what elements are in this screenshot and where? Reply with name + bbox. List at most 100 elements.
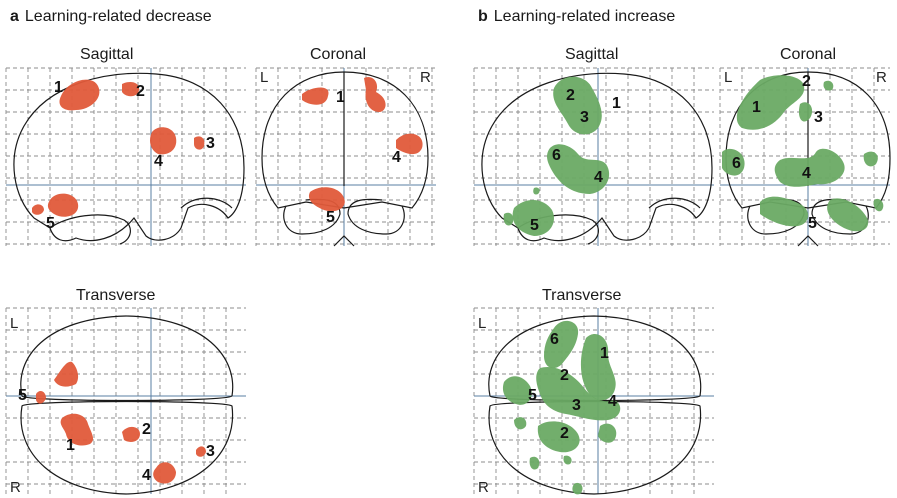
region-label-5: 5 <box>326 209 335 226</box>
region-label-6: 6 <box>550 331 559 348</box>
activation-cluster <box>153 462 176 484</box>
a-sagittal-title: Sagittal <box>80 46 134 63</box>
b-coronal-title: Coronal <box>780 46 837 63</box>
activation-cluster <box>563 455 572 465</box>
activation-cluster <box>827 198 869 232</box>
grid <box>255 67 436 246</box>
activation-cluster <box>533 187 540 195</box>
b-coronal-map: L R 2 1 3 6 4 5 <box>719 67 891 247</box>
activation-cluster <box>873 198 884 212</box>
activation-cluster <box>760 196 809 227</box>
panel-b-heading: Learning-related increase <box>493 8 676 25</box>
right-marker: R <box>876 69 887 86</box>
activation-cluster <box>54 361 79 387</box>
activation-blobs <box>502 320 621 495</box>
right-marker: R <box>420 69 431 86</box>
activation-cluster <box>798 102 813 122</box>
activation-cluster <box>512 199 554 236</box>
b-transverse-title: Transverse <box>542 287 622 304</box>
grid <box>5 67 246 246</box>
activation-blobs <box>36 361 206 484</box>
activation-cluster <box>547 144 610 194</box>
region-label-5: 5 <box>530 217 539 234</box>
region-label-2: 2 <box>560 367 569 384</box>
activation-cluster <box>580 333 616 401</box>
region-label-1: 1 <box>612 95 621 112</box>
coronal-brain-outline <box>261 71 429 209</box>
activation-cluster <box>302 87 329 105</box>
region-label-2: 2 <box>566 87 575 104</box>
activation-cluster <box>502 376 532 405</box>
activation-cluster <box>396 133 423 155</box>
panel-a-letter: a <box>10 8 19 25</box>
region-label-3: 3 <box>814 109 823 126</box>
region-label-1: 1 <box>600 345 609 362</box>
transverse-lower-outline <box>20 400 234 495</box>
region-label-4: 4 <box>802 165 811 182</box>
activation-cluster <box>32 204 44 215</box>
region-label-5: 5 <box>46 215 55 232</box>
b-sagittal-map: 2 1 3 6 4 5 <box>473 67 714 246</box>
activation-cluster <box>598 423 617 443</box>
grid <box>719 67 890 246</box>
left-marker: L <box>10 315 18 332</box>
activation-blobs <box>32 79 205 217</box>
region-label-2: 2 <box>560 425 569 442</box>
region-label-4: 4 <box>142 467 151 484</box>
transverse-upper-outline <box>488 315 702 397</box>
activation-cluster <box>503 212 514 226</box>
region-label-5: 5 <box>528 387 537 404</box>
region-label-4: 4 <box>392 149 401 166</box>
activation-cluster <box>529 456 540 470</box>
a-transverse-title: Transverse <box>76 287 156 304</box>
activation-cluster <box>194 136 205 150</box>
panel-a-title: a Learning-related decrease <box>10 8 212 26</box>
activation-blobs <box>722 75 884 232</box>
activation-cluster <box>308 187 345 212</box>
activation-cluster <box>536 366 621 421</box>
activation-blobs <box>503 76 610 236</box>
sagittal-brain-outline <box>481 72 713 242</box>
b-transverse-map: L R 6 1 2 5 3 4 2 <box>473 307 714 496</box>
region-label-4: 4 <box>594 169 603 186</box>
activation-cluster <box>572 482 583 495</box>
right-marker: R <box>478 479 489 496</box>
transverse-upper-outline <box>20 315 234 397</box>
region-label-2: 2 <box>142 421 151 438</box>
region-label-5: 5 <box>808 215 817 232</box>
activation-cluster <box>537 421 580 453</box>
activation-cluster <box>514 417 527 430</box>
region-label-3: 3 <box>580 109 589 126</box>
region-label-2: 2 <box>136 83 145 100</box>
activation-cluster <box>863 151 878 167</box>
a-transverse-map: L R 5 1 2 3 4 <box>5 307 246 496</box>
region-label-1: 1 <box>54 79 63 96</box>
region-label-3: 3 <box>206 443 215 460</box>
activation-cluster <box>122 426 140 442</box>
panel-a-heading: Learning-related decrease <box>24 8 212 25</box>
panel-b-letter: b <box>478 8 488 25</box>
sagittal-brain-outline <box>13 72 245 242</box>
region-label-5: 5 <box>18 387 27 404</box>
left-marker: L <box>260 69 268 86</box>
activation-cluster <box>544 320 579 369</box>
left-marker: L <box>478 315 486 332</box>
activation-cluster <box>364 76 386 112</box>
activation-cluster <box>47 193 79 217</box>
activation-cluster <box>722 148 745 176</box>
region-label-4: 4 <box>154 153 163 170</box>
activation-blobs <box>302 76 423 212</box>
region-label-6: 6 <box>552 147 561 164</box>
left-marker: L <box>724 69 732 86</box>
a-coronal-title: Coronal <box>310 46 367 63</box>
region-label-3: 3 <box>206 135 215 152</box>
region-label-1: 1 <box>336 89 345 106</box>
region-label-6: 6 <box>732 155 741 172</box>
panel-b-title: b Learning-related increase <box>478 8 675 26</box>
region-label-1: 1 <box>66 437 75 454</box>
activation-cluster <box>553 76 602 135</box>
activation-cluster <box>736 75 805 130</box>
region-label-3: 3 <box>572 397 581 414</box>
activation-cluster <box>36 391 46 404</box>
a-coronal-map: L R 1 4 5 <box>255 67 436 247</box>
